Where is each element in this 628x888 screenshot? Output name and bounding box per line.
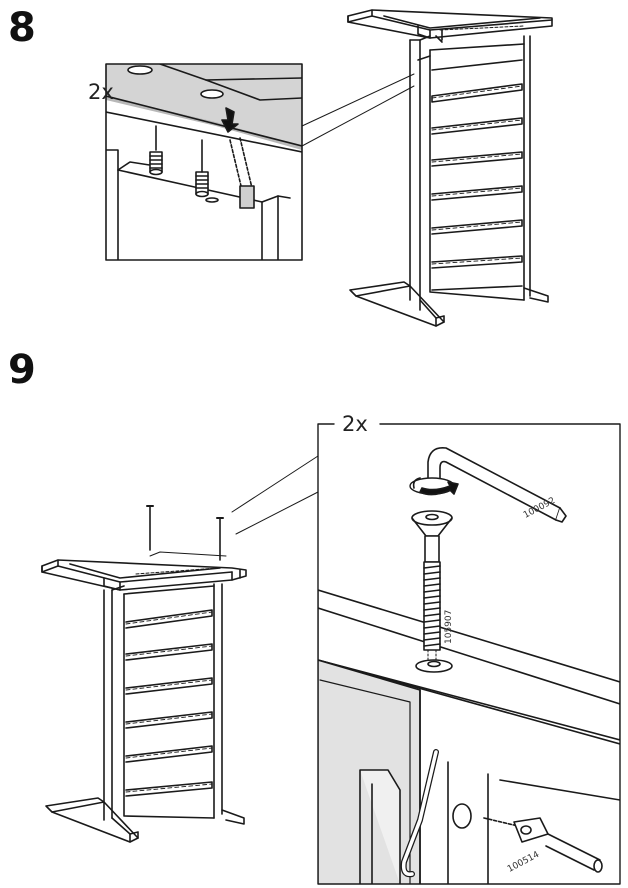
allen-key (427, 446, 567, 523)
bolt (411, 510, 453, 663)
step8-zoom-line (301, 73, 415, 147)
quantity-label: 2x (88, 80, 114, 104)
quantity-label: 2x (340, 412, 370, 436)
step9-detail-frame (317, 423, 621, 885)
step8-table-frame (347, 9, 553, 327)
part-code-bolt: 105907 (444, 609, 454, 644)
dowel-peg (195, 171, 209, 198)
rotate-arrow (409, 477, 459, 496)
step-number-8: 8 (8, 5, 36, 51)
step9-zoom-line (231, 455, 319, 535)
barrel-nut (513, 817, 603, 873)
slats (431, 59, 523, 291)
step-number-9: 9 (8, 347, 36, 393)
slats (125, 609, 213, 797)
step9-table-frame (41, 505, 247, 843)
step8-detail-inset (105, 63, 303, 261)
dowel-peg (149, 151, 163, 176)
